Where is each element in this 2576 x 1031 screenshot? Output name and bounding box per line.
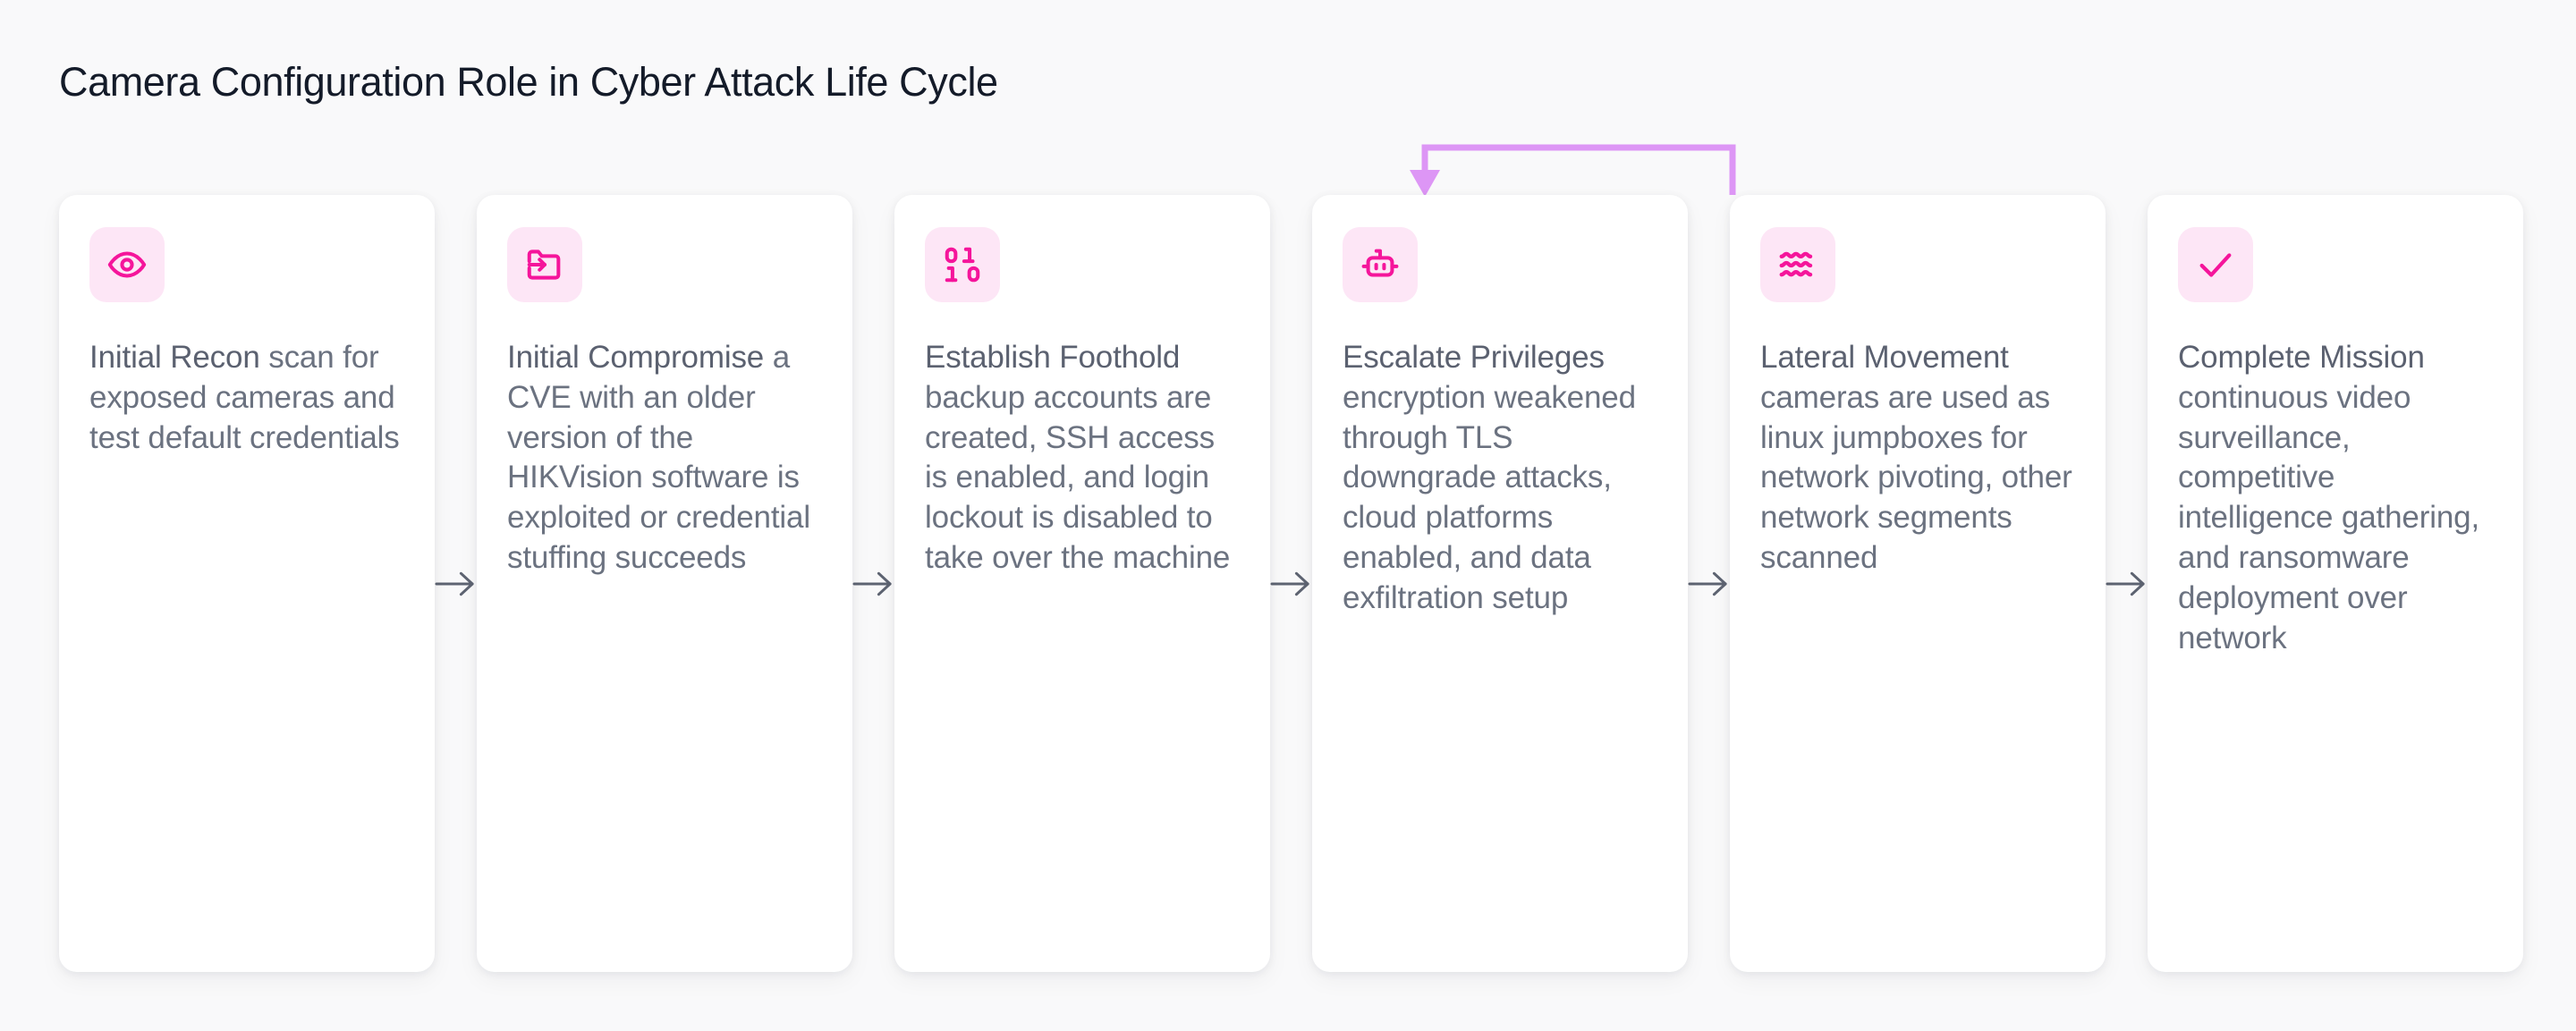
stage-description: encryption weakened through TLS downgrad… <box>1343 379 1636 615</box>
stage-text: Escalate Privileges encryption weakened … <box>1343 338 1657 619</box>
page-title: Camera Configuration Role in Cyber Attac… <box>59 59 998 105</box>
connector-arrow-4 <box>1688 195 1730 972</box>
connector-arrow-2 <box>852 195 894 972</box>
stage-title: Escalate Privileges <box>1343 340 1605 375</box>
stage-card-complete-mission[interactable]: Complete Mission continuous video survei… <box>2148 195 2523 972</box>
stage-card-initial-compromise[interactable]: Initial Compromise a CVE with an older v… <box>477 195 852 972</box>
connector-arrow-1 <box>435 195 477 972</box>
stage-title: Lateral Movement <box>1760 340 2009 375</box>
stage-description: cameras are used as linux jumpboxes for … <box>1760 379 2072 575</box>
stage-title: Complete Mission <box>2178 340 2425 375</box>
stage-text: Initial Compromise a CVE with an older v… <box>507 338 822 579</box>
stage-title: Initial Compromise <box>507 340 773 375</box>
stage-description: continuous video surveillance, competiti… <box>2178 379 2480 655</box>
stage-text: Establish Foothold backup accounts are c… <box>925 338 1240 579</box>
eye-icon <box>89 227 165 302</box>
stage-title: Initial Recon <box>89 340 269 375</box>
stage-card-initial-recon[interactable]: Initial Recon scan for exposed cameras a… <box>59 195 435 972</box>
stage-card-escalate-privileges[interactable]: Escalate Privileges encryption weakened … <box>1312 195 1688 972</box>
waves-icon <box>1760 227 1835 302</box>
attack-lifecycle-flow: Initial Recon scan for exposed cameras a… <box>59 195 2523 972</box>
stage-card-lateral-movement[interactable]: Lateral Movement cameras are used as lin… <box>1730 195 2106 972</box>
connector-arrow-5 <box>2106 195 2148 972</box>
feedback-loop-arrow <box>1410 144 1736 197</box>
check-icon <box>2178 227 2253 302</box>
stage-description: backup accounts are created, SSH access … <box>925 379 1231 575</box>
binary-icon <box>925 227 1000 302</box>
stage-description: a CVE with an older version of the HIKVi… <box>507 340 810 575</box>
folder-input-icon <box>507 227 582 302</box>
stage-text: Complete Mission continuous video survei… <box>2178 338 2493 658</box>
connector-arrow-3 <box>1270 195 1312 972</box>
stage-text: Initial Recon scan for exposed cameras a… <box>89 338 404 458</box>
stage-title: Establish Foothold <box>925 340 1181 375</box>
stage-card-establish-foothold[interactable]: Establish Foothold backup accounts are c… <box>894 195 1270 972</box>
stage-text: Lateral Movement cameras are used as lin… <box>1760 338 2075 579</box>
stage-description: scan for exposed cameras and test defaul… <box>89 340 400 455</box>
bot-icon <box>1343 227 1418 302</box>
